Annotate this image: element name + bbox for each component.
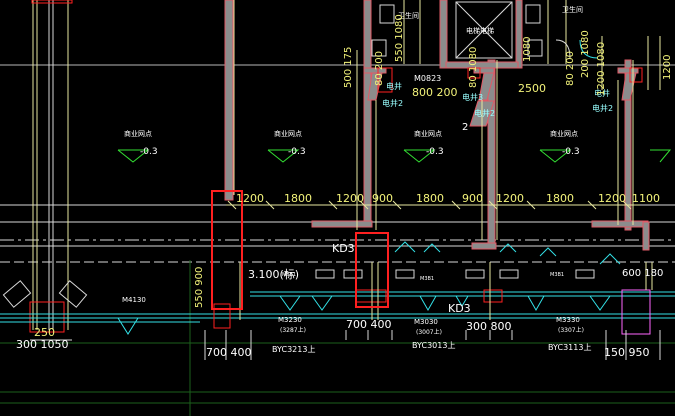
dim-8: 1800 [546, 192, 574, 205]
toilet-right-label: 卫生间 [562, 5, 583, 14]
dim-4: 900 [372, 192, 393, 205]
room-level-1: -0.3 [140, 147, 158, 157]
window-m3330-sub: (3307上) [558, 326, 584, 334]
dim-2500: 2500 [518, 82, 546, 95]
dim-top-1080-r: 1080 [522, 37, 533, 62]
dim-6: 900 [462, 192, 483, 205]
room-level-4: -0.3 [562, 147, 580, 157]
elevation-3100: 3.100(标) [248, 267, 299, 281]
dim-550-900: 550 900 [194, 267, 205, 308]
elec-well-5: 电井 [594, 88, 610, 98]
bottom-leaders [30, 330, 661, 360]
dim-2: 1800 [284, 192, 312, 205]
dim-700-400-a: 700 400 [206, 346, 252, 359]
room-label-2: 商业网点 [274, 129, 302, 138]
room-level-2: -0.3 [288, 147, 306, 157]
room-label-3: 商业网点 [414, 129, 442, 138]
dim-300-800: 300 800 [466, 320, 512, 333]
elec-well-3: 电井3 [462, 92, 483, 102]
dim-150-950: 150 950 [604, 346, 650, 359]
room-label-1: 商业网点 [124, 129, 152, 138]
room-labels: 商业网点 -0.3 商业网点 -0.3 商业网点 -0.3 商业网点 -0.3 [124, 129, 580, 157]
dim-300-1050: 300 1050 [16, 338, 69, 351]
byc-tag-2: BYC3013上 [412, 341, 455, 350]
highlight-box-center [355, 232, 389, 308]
dimension-row: 1200 1800 1200 900 1800 900 1200 1800 12… [236, 192, 660, 205]
level-markers [117, 149, 672, 163]
dim-250: 250 [34, 326, 55, 339]
highlight-box-left [211, 190, 243, 310]
elec-well-1: 电井 [386, 81, 402, 91]
window-small-2: M3B1 [550, 272, 564, 278]
window-m3230: M3230 [278, 316, 302, 324]
top-text: 卫生间 卫生间 电梯电梯 M0823 800 200 2500 电井 电井2 电… [382, 5, 613, 133]
room-level-3: -0.3 [426, 147, 444, 157]
dim-80-200-right: 80 200 [565, 51, 576, 86]
num-2: 2 [462, 122, 468, 133]
room-label-4: 商业网点 [550, 129, 578, 138]
rotated-dims: 500 175 550 1080 80 200 80 1080 1080 80 … [194, 14, 673, 308]
highlight-boxes [211, 190, 389, 310]
kd3-label: KD3 [332, 242, 355, 255]
fixtures [213, 262, 653, 335]
dim-500-175: 500 175 [343, 47, 354, 88]
dim-1200-1080-r: 1200 1080 [596, 42, 607, 96]
elec-well-2: 电井2 [382, 98, 403, 108]
axis-lines [0, 64, 675, 263]
window-m4130: M4130 [122, 296, 146, 304]
dim-700-400-b: 700 400 [346, 318, 392, 331]
dim-1: 1200 [236, 192, 264, 205]
walls [224, 0, 650, 251]
dim-80-200-left: 80 200 [374, 51, 385, 86]
dim-7: 1200 [496, 192, 524, 205]
top-details [371, 0, 661, 93]
elevator-label: 电梯电梯 [466, 26, 494, 35]
window-tags: M3230 (3287上) M3030 (3007上) M3330 (3307上… [272, 316, 591, 354]
bottom-dims: 250 300 1050 700 400 700 400 300 800 150… [16, 318, 650, 359]
background-grid [0, 260, 675, 416]
window-small-1: M3B1 [420, 276, 434, 282]
dim-5: 1800 [416, 192, 444, 205]
byc-tag-3: BYC3113上 [548, 343, 591, 352]
window-m3230-sub: (3287上) [280, 326, 306, 334]
window-strip [0, 241, 675, 335]
window-m3330: M3330 [556, 316, 580, 324]
window-small-3: M3B1 [282, 272, 296, 278]
elec-well-6: 电井2 [592, 103, 613, 113]
window-m3030: M3030 [414, 318, 438, 326]
dim-1200-right: 1200 [662, 55, 673, 80]
dim-9: 1200 [598, 192, 626, 205]
byc-tag-1: BYC3213上 [272, 345, 315, 354]
dim-200-1080-r: 200 1080 [580, 30, 591, 78]
window-m3030-sub: (3007上) [416, 328, 442, 336]
toilet-left-label: 卫生间 [398, 11, 419, 20]
left-columns [2, 0, 88, 333]
dim-800-200: 800 200 [412, 86, 458, 99]
dim-550-1080: 550 1080 [394, 14, 405, 62]
dim-80-1080: 80 1080 [468, 47, 479, 88]
tag-m0823: M0823 [414, 74, 441, 83]
dim-10: 1100 [632, 192, 660, 205]
dim-600-180: 600 180 [622, 268, 663, 279]
kd3-label-2: KD3 [448, 302, 471, 315]
elec-well-4: 电井2 [474, 108, 495, 118]
dim-3: 1200 [336, 192, 364, 205]
guide-lines [233, 0, 634, 240]
dimension-ticks [226, 200, 640, 210]
middle-annotations: KD3 KD3 3.100(标) 600 180 M4130 M3B1 M3B1… [122, 242, 663, 315]
